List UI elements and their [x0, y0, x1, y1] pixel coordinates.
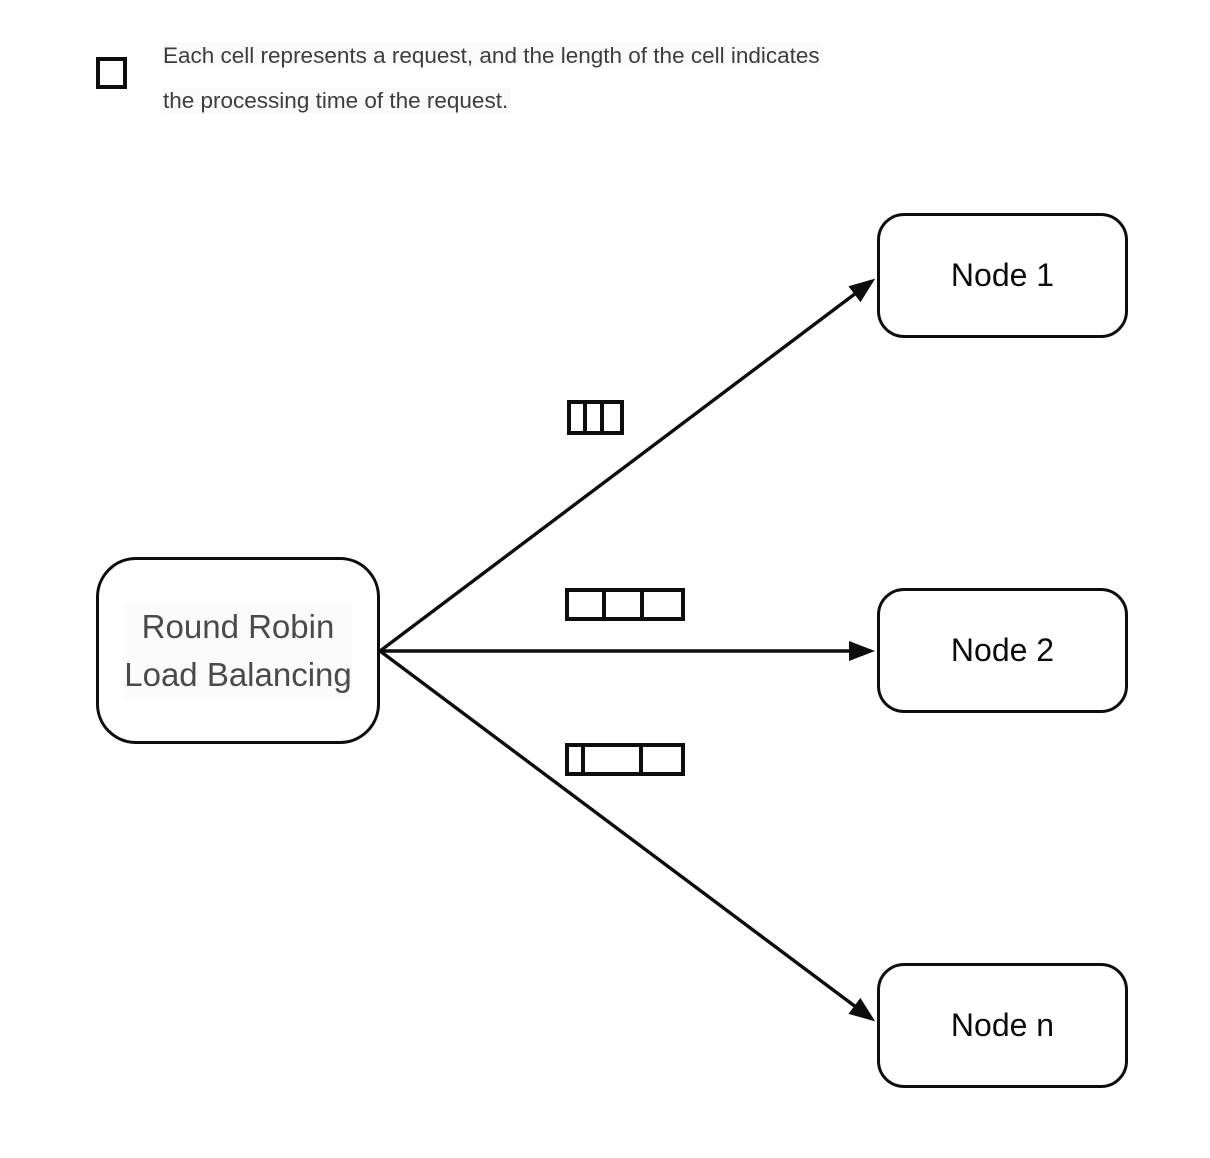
node-1-label: Node 1 [950, 257, 1055, 293]
legend-line-1: Each cell represents a request, and the … [163, 33, 823, 78]
request-cells-node-1 [567, 400, 624, 435]
node-n-box: Node n [877, 963, 1128, 1088]
request-cell [644, 592, 681, 617]
request-cell [643, 747, 681, 772]
request-cells-node-n [565, 743, 685, 776]
arrow-to-node-1 [378, 278, 876, 653]
legend-line-2: the processing time of the request. [163, 78, 823, 123]
request-cell [587, 404, 604, 431]
node-n-label: Node n [950, 1007, 1055, 1043]
request-cell-icon [96, 57, 127, 89]
request-cell [569, 747, 585, 772]
node-1-box: Node 1 [877, 213, 1128, 338]
request-cell [606, 592, 644, 617]
request-cell [571, 404, 587, 431]
load-balancer-label-line-1: Round Robin [141, 607, 335, 645]
load-balancer-label-line-2: Load Balancing [124, 655, 352, 693]
request-cell [604, 404, 620, 431]
legend-text: Each cell represents a request, and the … [163, 33, 823, 123]
load-balancer-box: Round Robin Load Balancing [96, 557, 380, 744]
load-balancer-label: Round Robin Load Balancing [124, 602, 352, 699]
request-cell [585, 747, 643, 772]
node-2-label: Node 2 [950, 632, 1055, 668]
node-2-box: Node 2 [877, 588, 1128, 713]
request-cell [569, 592, 606, 617]
request-cells-node-2 [565, 588, 685, 621]
arrow-to-node-n [378, 649, 876, 1022]
